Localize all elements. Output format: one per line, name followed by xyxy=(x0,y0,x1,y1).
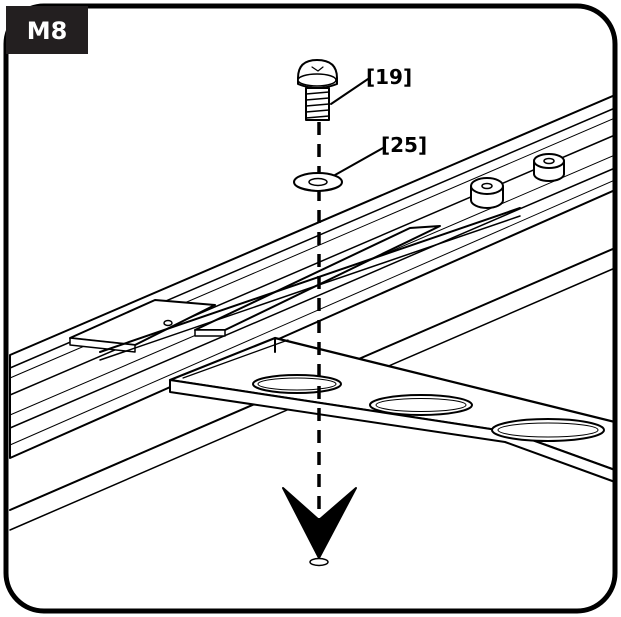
leader-line-19 xyxy=(330,78,369,105)
arrow-down-icon xyxy=(282,487,357,559)
bracket-arm xyxy=(168,336,615,483)
target-hole xyxy=(309,557,329,567)
panel-border xyxy=(3,3,618,614)
leader-line-25 xyxy=(334,147,384,176)
washer-icon xyxy=(293,172,343,192)
screw-icon xyxy=(297,59,338,121)
step-badge: M8 xyxy=(6,6,88,54)
nut-right xyxy=(533,153,565,182)
step-label: M8 xyxy=(27,17,68,45)
callout-label-19: [19] xyxy=(366,65,412,89)
clamp-plate xyxy=(69,299,216,353)
callout-label-25: [25] xyxy=(381,133,427,157)
nut-left xyxy=(470,177,504,209)
